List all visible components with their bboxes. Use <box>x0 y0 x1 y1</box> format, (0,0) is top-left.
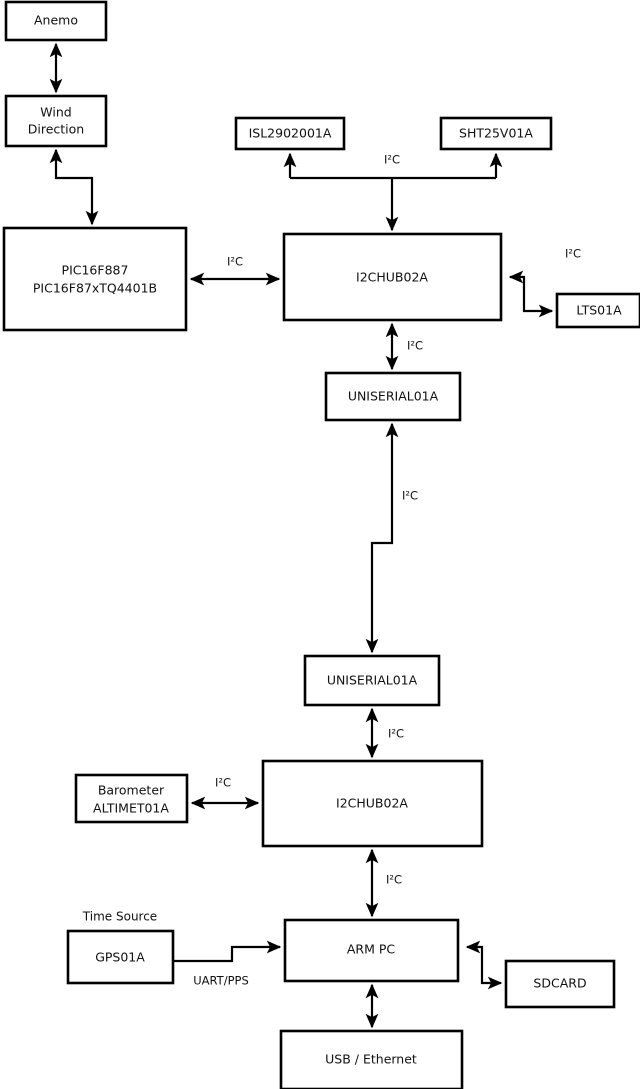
edge-line-wind-pic <box>49 148 99 226</box>
edge-label-hub-lts: I²C <box>565 247 581 261</box>
node-sht25v01a[interactable]: SHT25V01A <box>439 116 553 151</box>
node-label-pic-mcu-line1: PIC16F887 <box>62 263 129 278</box>
node-rect-usb-ethernet[interactable] <box>279 1029 464 1089</box>
edge-line-hub-lts <box>508 270 554 318</box>
edge-label-uniserial-uniserial: I²C <box>402 489 418 503</box>
node-rect-wind-direction[interactable] <box>4 94 108 148</box>
edge-pic-hub: I²C <box>189 255 281 286</box>
node-pic-mcu[interactable]: PIC16F887 PIC16F87xTQ4401B <box>2 226 188 332</box>
node-rect-sht25v01a[interactable] <box>439 116 553 151</box>
node-uniserial01a-top[interactable]: UNISERIAL01A <box>324 371 462 422</box>
node-rect-arm-pc[interactable] <box>283 918 460 983</box>
node-isl2902001a[interactable]: ISL2902001A <box>234 116 346 151</box>
node-rect-isl2902001a[interactable] <box>234 116 346 151</box>
node-lts01a[interactable]: LTS01A <box>555 292 640 329</box>
edge-label-barometer-hubbot: I²C <box>215 776 231 790</box>
edge-barometer-hubbot: I²C <box>190 776 260 810</box>
node-label-pic-mcu-line2: PIC16F87xTQ4401B <box>33 281 157 296</box>
node-label-sht25v01a: SHT25V01A <box>459 126 533 141</box>
node-label-uniserial01a-top: UNISERIAL01A <box>348 389 439 404</box>
edge-uniserial-uniserial: I²C <box>365 422 418 654</box>
node-label-anemo: Anemo <box>34 13 78 28</box>
node-rect-anemo[interactable] <box>4 0 108 42</box>
edge-label-hubbot-armpc: I²C <box>386 873 402 887</box>
node-label-i2chub02a-bottom: I2CHUB02A <box>336 796 408 811</box>
edge-hub-uniserial: I²C <box>385 322 423 371</box>
node-label-gps01a: GPS01A <box>95 950 145 965</box>
edge-label-hub-uniserial: I²C <box>407 339 423 353</box>
node-barometer[interactable]: Barometer ALTIMET01A <box>74 773 189 824</box>
node-label-uniserial01a-bottom: UNISERIAL01A <box>327 673 418 688</box>
node-label-usb-ethernet: USB / Ethernet <box>325 1052 417 1067</box>
node-rect-lts01a[interactable] <box>555 292 640 329</box>
node-rect-uniserial01a-top[interactable] <box>324 371 462 422</box>
edge-wind-pic <box>49 148 99 226</box>
node-gps01a[interactable]: GPS01A <box>66 929 175 985</box>
edge-hub-lts: I²C <box>508 247 581 318</box>
edge-label-hub-sensors-bus: I²C <box>384 153 400 167</box>
node-usb-ethernet[interactable]: USB / Ethernet <box>279 1029 464 1089</box>
edge-armpc-sdcard <box>465 940 503 990</box>
node-rect-uniserial01a-bottom[interactable] <box>303 654 441 707</box>
node-rect-barometer[interactable] <box>74 773 189 824</box>
edge-label-uniserial-hubbot: I²C <box>388 727 404 741</box>
node-label-isl2902001a: ISL2902001A <box>249 126 332 141</box>
node-arm-pc[interactable]: ARM PC <box>283 918 460 983</box>
node-i2chub02a-top[interactable]: I2CHUB02A <box>282 232 503 322</box>
node-rect-i2chub02a-bottom[interactable] <box>261 759 484 848</box>
node-anemo[interactable]: Anemo <box>4 0 108 42</box>
node-label-arm-pc: ARM PC <box>347 942 396 957</box>
node-label-wind-direction-line2: Direction <box>28 122 84 137</box>
node-rect-i2chub02a-top[interactable] <box>282 232 503 322</box>
node-rect-sdcard[interactable] <box>504 959 616 1009</box>
node-label-lts01a: LTS01A <box>576 303 622 318</box>
node-label-barometer-line2: ALTIMET01A <box>93 801 169 816</box>
node-sdcard[interactable]: SDCARD <box>504 959 616 1009</box>
edge-label-pic-hub: I²C <box>227 255 243 269</box>
edge-hub-sensors-bus: I²C <box>283 153 503 232</box>
node-uniserial01a-bottom[interactable]: UNISERIAL01A <box>303 654 441 707</box>
edge-hubbot-armpc: I²C <box>365 848 402 918</box>
node-i2chub02a-bottom[interactable]: I2CHUB02A <box>261 759 484 848</box>
edge-line-gps-armpc <box>173 940 282 963</box>
node-label-i2chub02a-top: I2CHUB02A <box>356 270 428 285</box>
edge-line-uniserial-uniserial <box>365 422 399 654</box>
node-rect-pic-mcu[interactable] <box>2 226 188 332</box>
node-wind-direction[interactable]: Wind Direction <box>4 94 108 148</box>
node-rect-gps01a[interactable] <box>66 929 175 985</box>
edge-label-gps-armpc: UART/PPS <box>193 974 249 988</box>
edge-gps-armpc: UART/PPS <box>173 940 282 988</box>
node-label-wind-direction-line1: Wind <box>40 105 71 120</box>
edge-uniserial-hubbot: I²C <box>365 707 404 759</box>
node-label-sdcard: SDCARD <box>533 976 586 991</box>
edge-line-armpc-sdcard <box>465 940 503 990</box>
label-time-source: Time Source <box>82 910 157 924</box>
node-label-barometer-line1: Barometer <box>98 783 165 798</box>
